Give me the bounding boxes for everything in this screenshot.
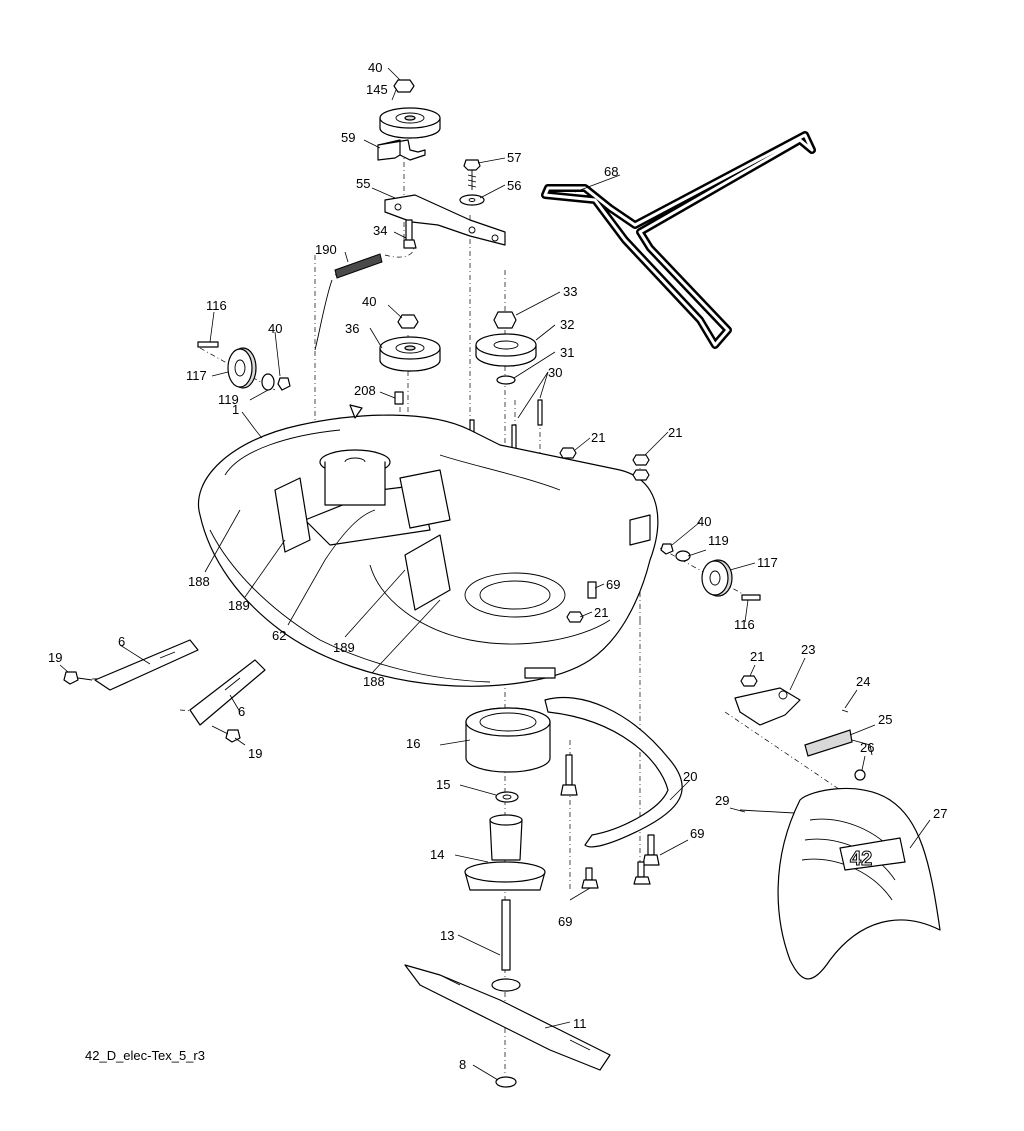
baffle [544, 696, 683, 848]
hex-nuts [559, 447, 758, 687]
callout-69-c: 69 [558, 914, 572, 929]
leader-lines [59, 67, 931, 1081]
callout-21-a: 21 [591, 430, 605, 445]
hanger-brackets [63, 639, 266, 743]
callout-16: 16 [406, 736, 420, 751]
callout-31: 31 [560, 345, 574, 360]
callout-57: 57 [507, 150, 521, 165]
callout-117-left: 117 [186, 368, 207, 383]
callout-59: 59 [341, 130, 355, 145]
callout-116-left: 116 [206, 298, 227, 313]
callout-24: 24 [856, 674, 870, 689]
callout-19-a: 19 [48, 650, 62, 665]
callout-21-d: 21 [750, 649, 764, 664]
callout-6-a: 6 [118, 634, 125, 649]
discharge-deflector [777, 787, 941, 980]
left-gauge-wheel [197, 341, 291, 391]
callout-40-top: 40 [368, 60, 382, 75]
callout-32: 32 [560, 317, 574, 332]
callout-68: 68 [604, 164, 618, 179]
callout-19-b: 19 [248, 746, 262, 761]
mower-deck [197, 404, 659, 687]
callout-40-mid: 40 [362, 294, 376, 309]
right-gauge-wheel [660, 543, 761, 601]
callout-20: 20 [683, 769, 697, 784]
callout-189-mid: 189 [333, 640, 355, 655]
callout-55: 55 [356, 176, 370, 191]
drawing-code: 42_D_elec-Tex_5_r3 [85, 1048, 205, 1063]
callout-30: 30 [548, 365, 562, 380]
callout-15: 15 [436, 777, 450, 792]
callout-27: 27 [933, 806, 947, 821]
callout-116-right: 116 [734, 617, 755, 632]
callout-33: 33 [563, 284, 577, 299]
callout-8: 8 [459, 1057, 466, 1072]
callout-21-c: 21 [594, 605, 608, 620]
deck-belt [541, 131, 816, 349]
callout-6-b: 6 [238, 704, 245, 719]
callout-117-right: 117 [757, 555, 778, 570]
idler-arm-assembly [314, 79, 506, 351]
callout-13: 13 [440, 928, 454, 943]
callout-208: 208 [354, 383, 376, 398]
callout-56: 56 [507, 178, 521, 193]
callout-1: 1 [232, 402, 239, 417]
spindle-assembly [404, 707, 611, 1088]
bolts-69 [560, 754, 660, 889]
callout-190: 190 [315, 242, 337, 257]
callout-62: 62 [272, 628, 286, 643]
callout-14: 14 [430, 847, 444, 862]
callout-21-b: 21 [668, 425, 682, 440]
callout-119-right: 119 [708, 533, 729, 548]
callout-145: 145 [366, 82, 388, 97]
callout-25: 25 [878, 712, 892, 727]
callout-119-left: 119 [218, 392, 239, 407]
center-pulleys [379, 311, 543, 451]
deflector-logo: 42 [850, 848, 872, 870]
callout-40-right: 40 [697, 514, 711, 529]
callout-34: 34 [373, 223, 387, 238]
callout-36: 36 [345, 321, 359, 336]
callout-188-mid: 188 [363, 674, 385, 689]
callout-29: 29 [715, 793, 729, 808]
callout-11: 11 [573, 1016, 587, 1031]
callout-188-left: 188 [188, 574, 210, 589]
callout-labels: 40 145 59 57 56 68 55 34 190 116 40 117 … [48, 60, 947, 1072]
callout-69-a: 69 [606, 577, 620, 592]
callout-189-left: 189 [228, 598, 250, 613]
callout-26: 26 [860, 740, 874, 755]
callout-40-left: 40 [268, 321, 282, 336]
callout-23: 23 [801, 642, 815, 657]
deflector-hardware [734, 687, 873, 816]
callout-69-b: 69 [690, 826, 704, 841]
